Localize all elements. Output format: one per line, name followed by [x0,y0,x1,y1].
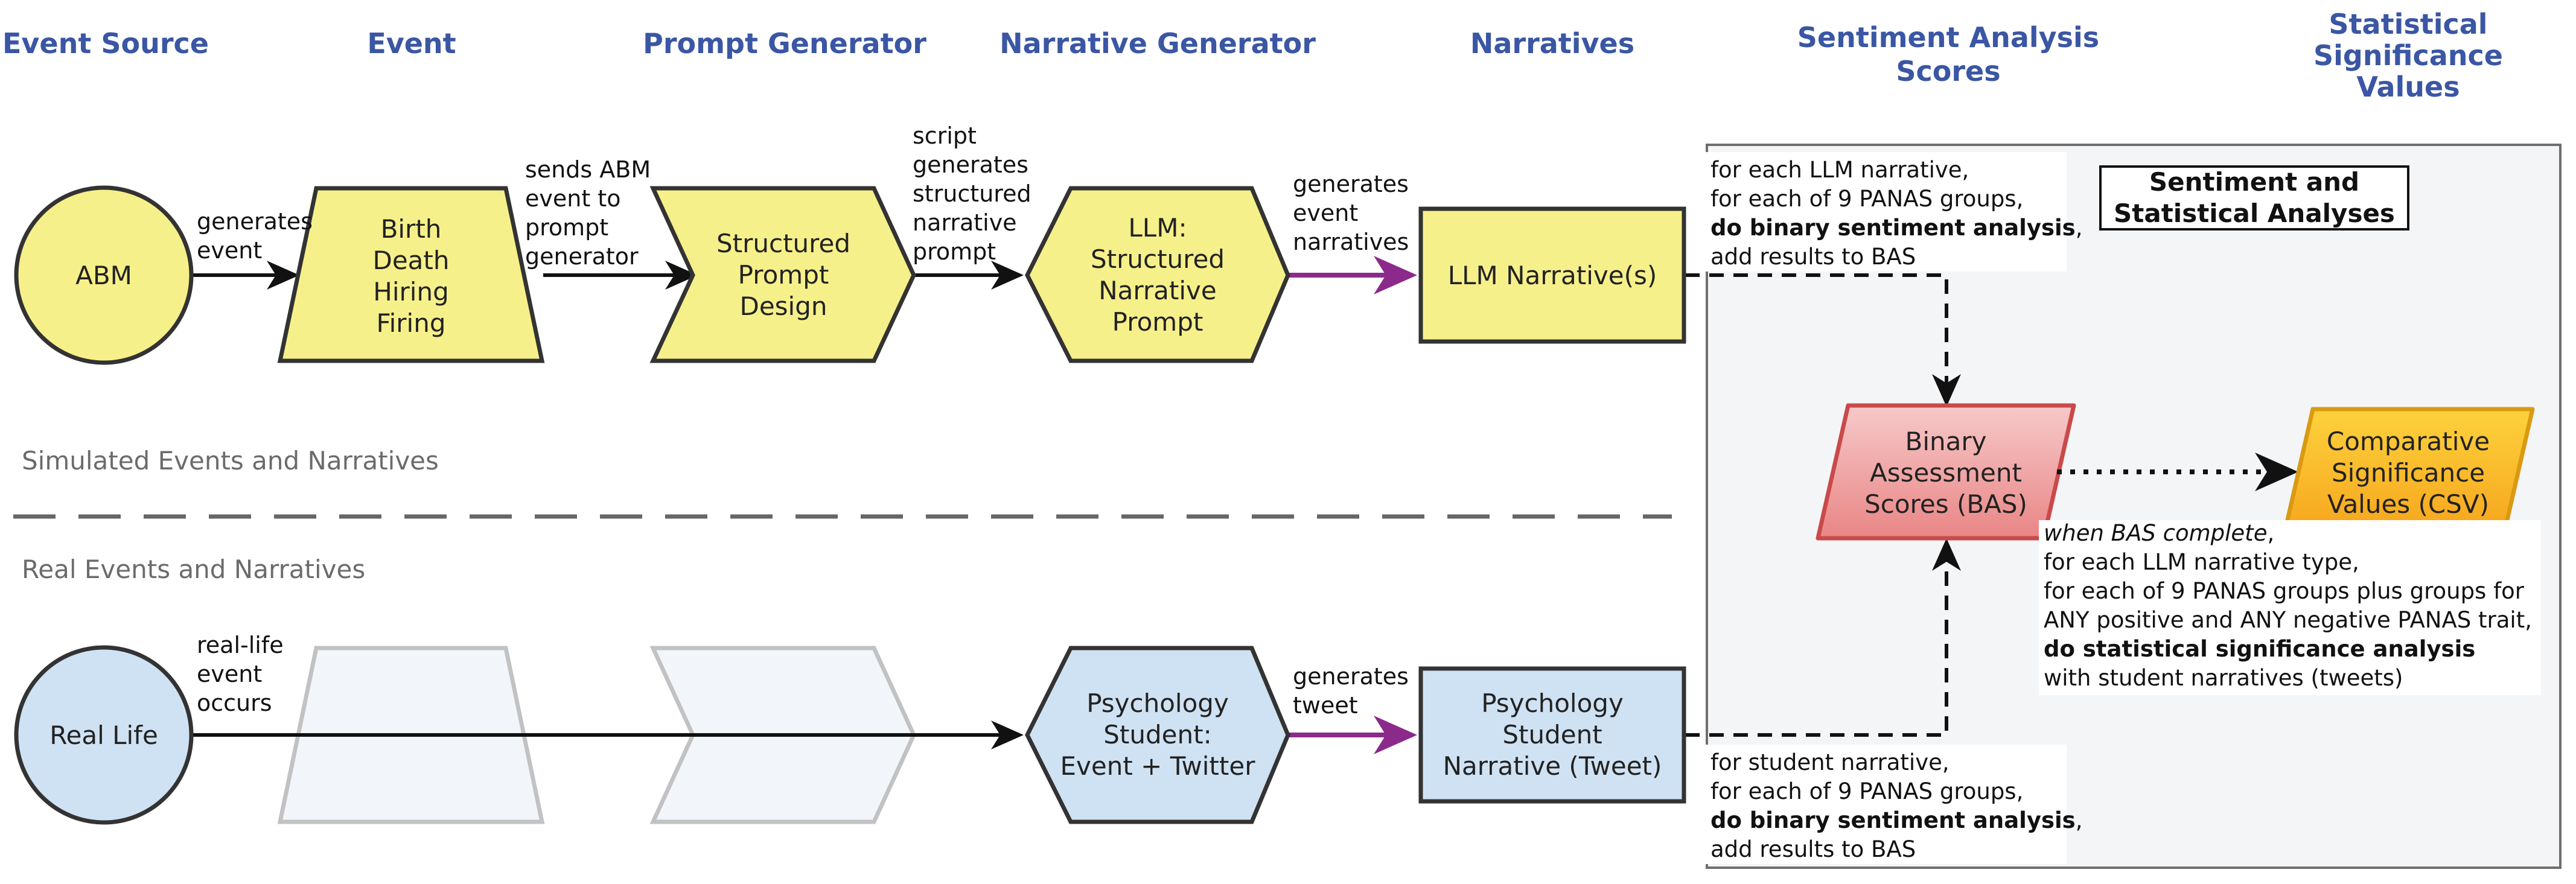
edge-label-real-line1: real-life [197,632,284,658]
section-label-simulated: Simulated Events and Narratives [22,446,439,475]
node-event-line4: Firing [377,308,446,338]
node-llm-line3: Narrative [1098,276,1217,305]
node-llm-line1: LLM: [1128,213,1187,243]
node-llm-hexagon [1025,186,1290,363]
node-event-line2: Death [372,246,449,275]
edge-label-script-line3: structured [913,180,1031,207]
node-event-trapezoid [277,186,545,363]
edge-label-gen-narr-line1: generates [1293,171,1409,197]
node-student-tweet [1418,666,1686,804]
annotation-bottom-line1: for student narrative, [1710,749,1950,775]
node-csv-line2: Significance [2332,458,2485,488]
column-heading-prompt-generator: Prompt Generator [643,27,926,60]
annotation-top-bg [1706,152,2067,272]
column-heading-sentiment-line1: Sentiment Analysis [1797,21,2099,54]
node-tweet-line3: Narrative (Tweet) [1443,751,1662,781]
column-heading-event-source: Event Source [2,27,209,60]
column-heading-stat-line3: Values [2356,71,2460,103]
edge-label-sends-line4: generator [525,243,639,270]
node-real-life [14,645,194,825]
node-bas-line3: Scores (BAS) [1864,489,2027,519]
annotation-stat-line1: when BAS complete, [2044,520,2274,546]
column-heading-stat-line2: Significance [2313,39,2503,72]
node-prompt-chevron [649,186,916,363]
column-heading-event: Event [367,27,456,60]
node-csv-line1: Comparative [2327,427,2490,456]
annotation-top-line3: do binary sentiment analysis, [1710,215,2082,241]
node-psychology-hexagon [1025,646,1290,824]
edge-label-real-line2: event [197,661,262,687]
edge-label-sends-line2: event to [525,185,620,212]
node-event-line3: Hiring [373,277,448,307]
edge-label-script-line5: prompt [913,238,996,265]
annotation-bottom-line2: for each of 9 PANAS groups, [1710,778,2023,804]
node-psychology-line2: Student: [1103,720,1211,749]
node-csv-line3: Values (CSV) [2327,489,2489,519]
column-heading-narrative-generator: Narrative Generator [999,27,1316,60]
node-psychology-line3: Event + Twitter [1060,751,1256,781]
analysis-title-line2: Statistical Analyses [2114,199,2395,228]
edge-label-real-line3: occurs [197,690,272,716]
annotation-stat-line5: do statistical significance analysis [2044,636,2475,662]
edge-narrative-to-bas [1685,273,1961,407]
annotation-top-line1: for each LLM narrative, [1710,157,1969,183]
edge-label-tweet-line2: tweet [1293,692,1358,719]
node-abm [14,185,194,365]
edge-label-script-line4: narrative [913,209,1017,236]
column-heading-sentiment-line2: Scores [1896,55,2000,87]
node-psychology-line1: Psychology [1086,688,1229,718]
annotation-stat-line4: ANY positive and ANY negative PANAS trai… [2044,607,2532,633]
node-llm-narratives-label: LLM Narrative(s) [1448,261,1657,290]
edge-label-generates-event-line2: event [197,237,262,264]
node-abm-label: ABM [75,261,132,290]
edge-tweet-to-bas [1685,538,1961,737]
node-event-line1: Birth [381,214,442,244]
annotation-stat-bg [2039,520,2541,695]
analysis-title-line1: Sentiment and [2149,167,2359,197]
node-bas-line2: Assessment [1870,458,2022,488]
node-tweet-line1: Psychology [1481,688,1624,718]
annotation-bottom-bg [1706,745,2067,864]
edge-label-generates-event-line1: generates [197,208,313,235]
annotation-bottom-line4: add results to BAS [1710,836,1916,862]
node-prompt-line3: Design [739,291,827,321]
annotation-top-line2: for each of 9 PANAS groups, [1710,186,2023,212]
node-bas-line1: Binary [1905,427,1987,456]
node-tweet-line2: Student [1502,720,1602,749]
edge-label-tweet-line1: generates [1293,663,1409,690]
annotation-top-line4: add results to BAS [1710,244,1916,270]
annotation-bottom-line3: do binary sentiment analysis, [1710,807,2082,833]
column-heading-stat-line1: Statistical [2329,8,2487,40]
edge-label-gen-narr-line3: narratives [1293,229,1409,255]
annotation-stat-line2: for each LLM narrative type, [2044,549,2359,575]
edge-label-sends-line3: prompt [525,214,608,241]
edge-label-gen-narr-line2: event [1293,200,1358,226]
section-label-real: Real Events and Narratives [22,555,365,584]
annotation-stat-line3: for each of 9 PANAS groups plus groups f… [2044,578,2525,604]
analysis-title-box [2099,165,2409,231]
node-llm-line2: Structured [1091,244,1225,274]
edge-label-sends-line1: sends ABM [525,156,651,183]
annotation-stat-line6: with student narratives (tweets) [2044,665,2403,691]
node-llm-line4: Prompt [1112,307,1204,337]
node-prompt-line1: Structured [716,229,850,258]
node-llm-narratives [1418,206,1686,344]
node-prompt-line2: Prompt [738,260,829,290]
node-real-life-label: Real Life [49,720,158,750]
edge-label-script-line2: generates [913,151,1028,178]
column-heading-narratives: Narratives [1470,27,1634,60]
edge-label-script-line1: script [913,122,977,149]
